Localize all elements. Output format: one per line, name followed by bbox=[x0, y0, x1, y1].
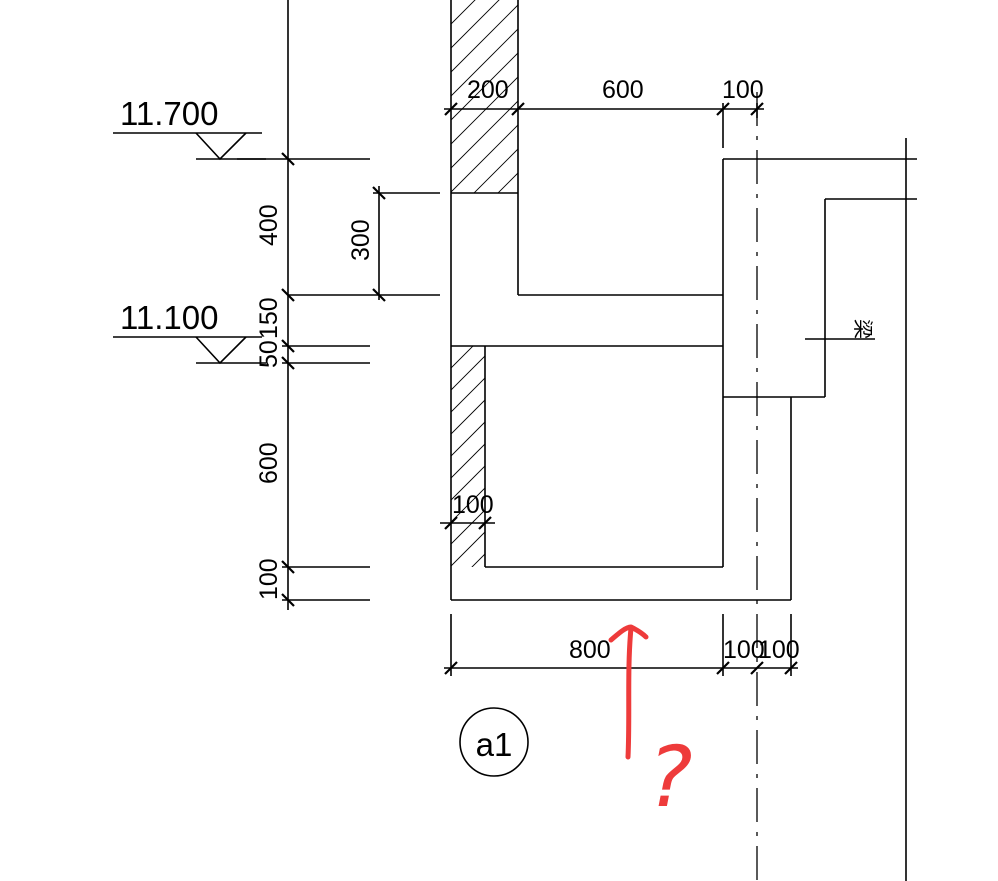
dim-inner-wall: 100 bbox=[452, 491, 494, 519]
beam-label: 梁 bbox=[851, 319, 875, 339]
hatch-line bbox=[451, 355, 485, 391]
bottom-dimension-chain bbox=[444, 614, 798, 676]
dim-top-wall: 200 bbox=[467, 76, 509, 104]
hatch-upper-wall bbox=[451, 0, 518, 264]
detail-mark-label: a1 bbox=[476, 726, 513, 763]
hatch-line bbox=[451, 0, 476, 25]
hatch-line bbox=[497, 172, 518, 193]
dim-bottom-span: 800 bbox=[569, 636, 611, 664]
dim-left-150: 150 bbox=[255, 297, 283, 339]
hatch-line bbox=[451, 443, 485, 479]
elevation-label-upper: 11.700 bbox=[120, 95, 218, 132]
dim-bottom-a: 100 bbox=[723, 636, 765, 664]
dim-left-400: 400 bbox=[255, 204, 283, 246]
left-dimension-chain bbox=[237, 0, 440, 610]
dim-inner-300: 300 bbox=[347, 219, 375, 261]
dim-left-50: 50 bbox=[255, 340, 283, 368]
hatch-line bbox=[451, 421, 485, 457]
dim-top-right: 100 bbox=[722, 76, 764, 104]
elevation-marker-lower: 11.100 bbox=[113, 299, 266, 365]
red-arrow-icon bbox=[608, 624, 649, 760]
hatch-line bbox=[451, 377, 485, 413]
hatch-line bbox=[451, 399, 485, 435]
dim-top-span: 600 bbox=[602, 76, 644, 104]
hatch-line bbox=[451, 346, 452, 347]
hatch-line bbox=[471, 553, 485, 567]
hatch-line bbox=[451, 28, 518, 97]
red-annotation: ? bbox=[608, 624, 693, 826]
inner-300-dimension bbox=[372, 186, 440, 302]
dim-left-100: 100 bbox=[255, 558, 283, 600]
section-outline bbox=[450, 0, 917, 881]
hatch-lower-wall bbox=[451, 290, 485, 610]
hatch-line bbox=[451, 346, 474, 369]
dim-bottom-b: 100 bbox=[758, 636, 800, 664]
hatch-line bbox=[451, 509, 485, 545]
hatch-line bbox=[451, 0, 500, 49]
hatch-line bbox=[451, 4, 518, 73]
dim-left-600: 600 bbox=[255, 442, 283, 484]
hatch-line bbox=[473, 148, 518, 193]
top-dimension-chain bbox=[444, 102, 764, 148]
hatch-line bbox=[451, 487, 485, 523]
hatch-line bbox=[451, 531, 485, 567]
hatch-line bbox=[451, 290, 485, 324]
red-question-mark: ? bbox=[648, 728, 693, 826]
elevation-marker-upper: 11.700 bbox=[113, 95, 266, 161]
hatch-line bbox=[451, 576, 485, 610]
hatch-line bbox=[451, 100, 518, 169]
elevation-label-lower: 11.100 bbox=[120, 299, 218, 336]
hatch-line bbox=[451, 465, 485, 501]
hatch-line bbox=[451, 76, 518, 145]
hatch-line bbox=[451, 124, 518, 193]
detail-mark: a1 bbox=[459, 707, 529, 777]
inner-wall-dimension bbox=[440, 516, 495, 530]
hatch-line bbox=[451, 197, 518, 264]
